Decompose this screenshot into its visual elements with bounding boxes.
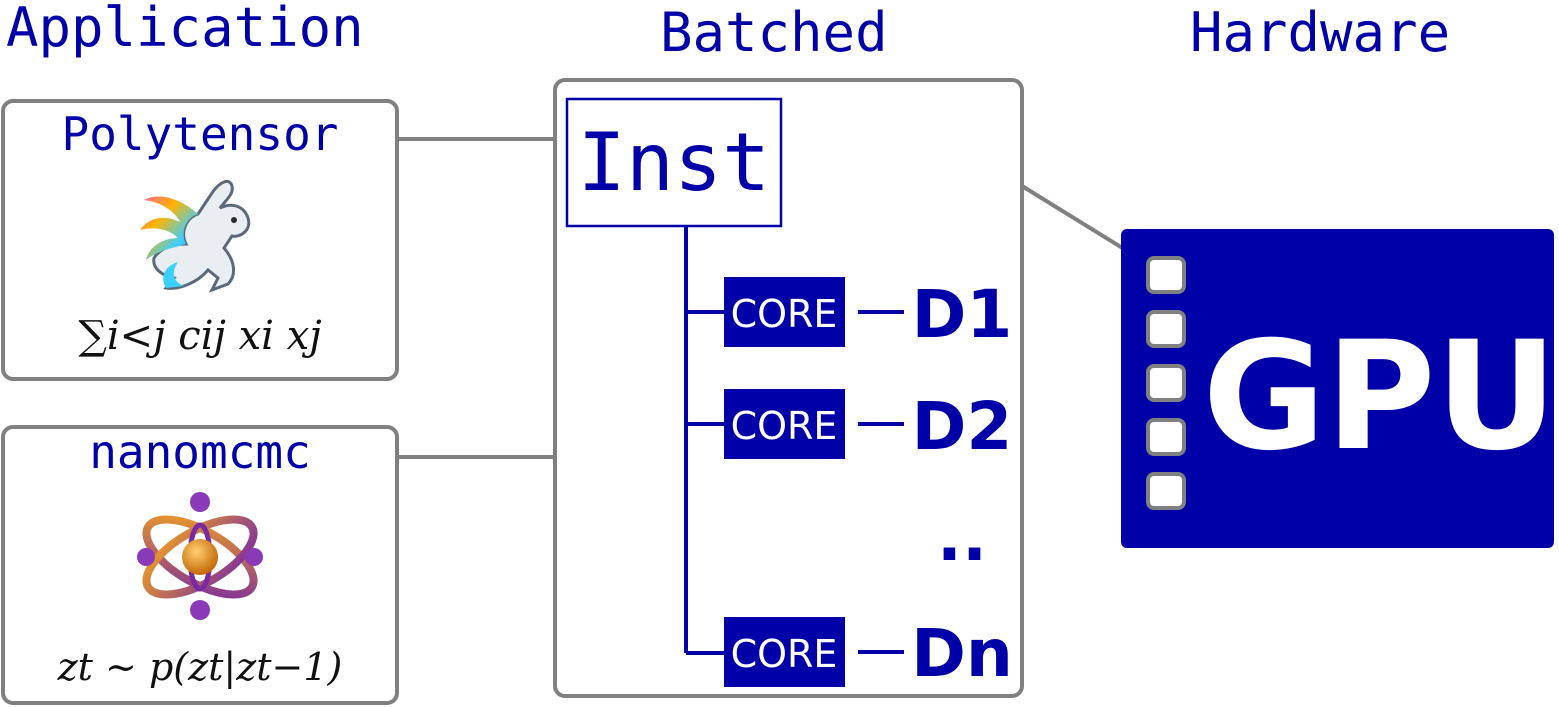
atom-icon [137, 492, 263, 620]
core-box [724, 389, 845, 459]
app-box-nanomcmc: nanomcmc zt ∼ p(zt|zt−1) [1, 425, 399, 705]
device-label: D2 [912, 388, 1013, 465]
batched-box: Inst CORE D1 CORE D2 .. CORE Dn [553, 78, 1024, 698]
ellipsis: .. [937, 499, 987, 576]
gpu-label: GPU [1203, 310, 1558, 484]
gpu-slot [1146, 472, 1186, 510]
gpu-block: GPU [1121, 229, 1557, 548]
gpu-slots [1146, 256, 1186, 510]
app-name-polytensor: Polytensor [62, 107, 339, 161]
device-label: Dn [911, 615, 1013, 692]
core-box [724, 277, 845, 347]
gpu-slot [1146, 256, 1186, 294]
core-label: CORE [731, 404, 838, 448]
device-row-2: CORE D2 [686, 388, 1012, 465]
formula-nanomcmc: zt ∼ p(zt|zt−1) [57, 645, 343, 689]
core-box [724, 617, 845, 687]
app-box-polytensor: Polytensor ∑i<j cij xi xj [1, 99, 399, 381]
core-label: CORE [731, 292, 838, 336]
formula-polytensor: ∑i<j cij xi xj [78, 313, 321, 359]
rainbow-rabbit-icon [140, 179, 251, 293]
core-label: CORE [731, 632, 838, 676]
gpu-slot [1146, 310, 1186, 348]
inst-box [565, 97, 783, 228]
device-row-1: CORE D1 [686, 276, 1012, 353]
gpu-slot [1146, 418, 1186, 456]
header-hardware: Hardware [1190, 1, 1450, 64]
header-application: Application [6, 0, 364, 59]
header-batched: Batched [660, 1, 888, 64]
app-name-nanomcmc: nanomcmc [89, 425, 311, 479]
gpu-slot [1146, 364, 1186, 402]
device-label: D1 [912, 276, 1013, 353]
inst-label: Inst [578, 116, 771, 209]
device-row-n: CORE Dn [686, 615, 1013, 692]
